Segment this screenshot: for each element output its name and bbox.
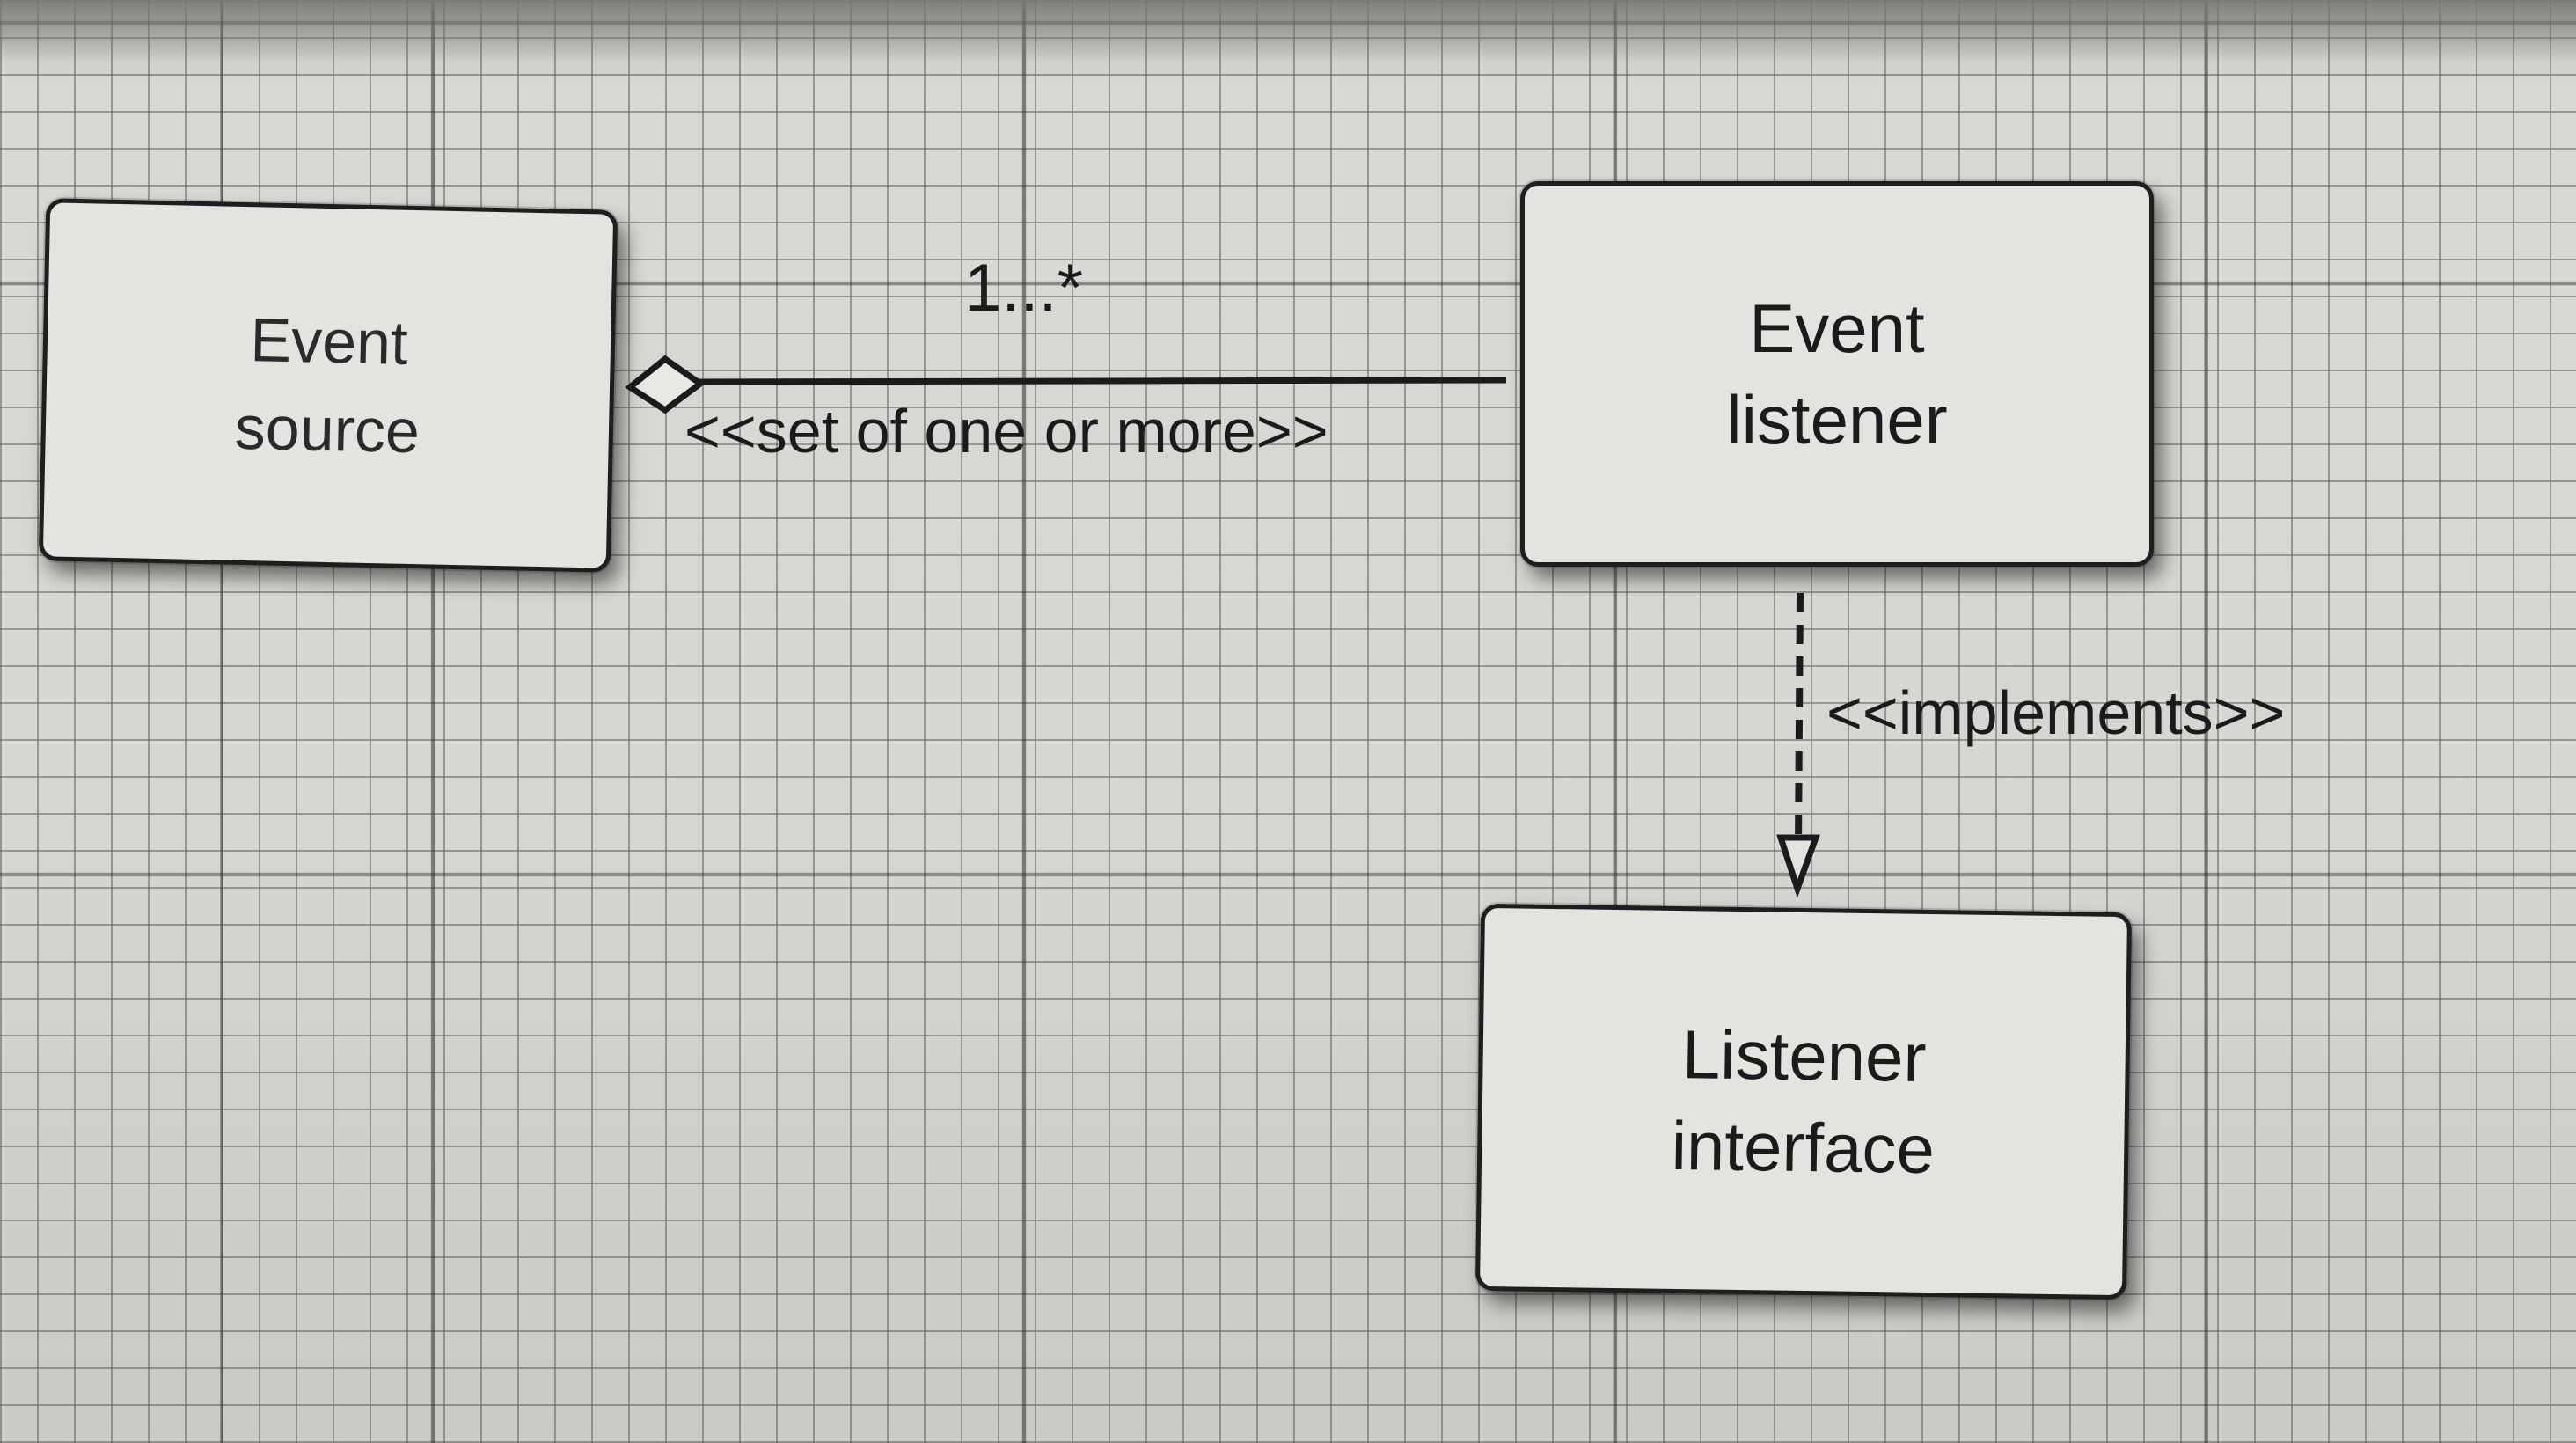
- event-source-box: Event source: [38, 198, 618, 573]
- multiplicity-label: 1...*: [964, 251, 1084, 326]
- aggregation-line: [694, 377, 1507, 385]
- aggregation-diamond-icon: [625, 355, 706, 414]
- implements-dashed-line: [1795, 592, 1804, 847]
- event-listener-label: Event listener: [1726, 289, 1948, 458]
- listener-interface-label: Listener interface: [1671, 1015, 1936, 1189]
- listener-interface-box: Listener interface: [1475, 903, 2133, 1300]
- implements-stereotype-label: <<implements>>: [1826, 678, 2286, 747]
- page-curl-shadow: [0, 0, 2576, 62]
- event-source-label: Event source: [234, 305, 421, 466]
- aggregation-stereotype-label: <<set of one or more>>: [684, 397, 1328, 465]
- event-listener-box: Event listener: [1520, 181, 2154, 567]
- realization-arrowhead-icon: [1776, 834, 1820, 898]
